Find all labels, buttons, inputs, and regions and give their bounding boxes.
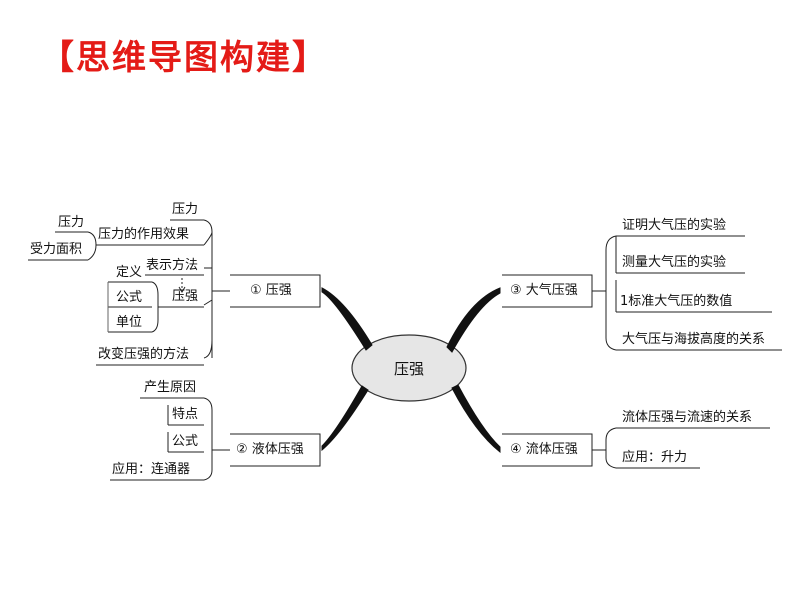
leaf-definition: 定义: [116, 265, 143, 280]
leaf-features: 特点: [172, 407, 199, 422]
leaf-altitude-relation: 大气压与海拔高度的关系: [622, 332, 766, 347]
center-node: 压强: [393, 359, 424, 378]
b3-bracket: [592, 235, 617, 351]
b1-bracket: [203, 219, 230, 359]
leaf-lift: 应用：升力: [622, 450, 688, 465]
branch-atmospheric-pressure: ③ 大气压强: [510, 283, 578, 298]
connector-b1: [321, 287, 373, 351]
leaf-force: 压力: [172, 202, 199, 217]
leaf-change-pressure: 改变压强的方法: [98, 347, 190, 362]
connector-b2: [321, 385, 369, 452]
leaf-sub-force: 压力: [58, 215, 85, 230]
connector-b3: [446, 287, 501, 353]
leaf-flow-speed-relation: 流体压强与流速的关系: [622, 410, 753, 425]
branch-fluid-pressure: ④ 流体压强: [510, 442, 578, 457]
leaf-prove-experiment: 证明大气压的实验: [622, 218, 727, 233]
leaf-connected-vessel: 应用：连通器: [112, 462, 191, 477]
leaf-liquid-formula: 公式: [172, 434, 199, 449]
connector-b4: [451, 384, 501, 454]
leaf-pressure: 压强: [172, 289, 199, 304]
center-node-shape: [351, 334, 467, 402]
leaf-formula: 公式: [116, 290, 143, 305]
b2-bracket: [203, 397, 230, 481]
leaf-force-effect: 压力的作用效果: [98, 227, 190, 242]
branch-liquid-pressure: ② 液体压强: [236, 442, 304, 457]
leaf-unit: 单位: [116, 315, 143, 330]
leaf-cause: 产生原因: [144, 380, 197, 395]
b1-box: [230, 274, 321, 308]
leaf-measure-experiment: 测量大气压的实验: [622, 255, 727, 270]
leaf-contact-area: 受力面积: [30, 242, 83, 257]
b2-box: [230, 433, 321, 467]
branch-pressure: ① 压强: [250, 283, 292, 298]
page-title: 【思维导图构建】: [40, 38, 328, 78]
leaf-standard-value: 1标准大气压的数值: [620, 294, 733, 309]
b4-bracket: [592, 427, 617, 469]
leaf-representation: 表示方法: [146, 258, 199, 273]
